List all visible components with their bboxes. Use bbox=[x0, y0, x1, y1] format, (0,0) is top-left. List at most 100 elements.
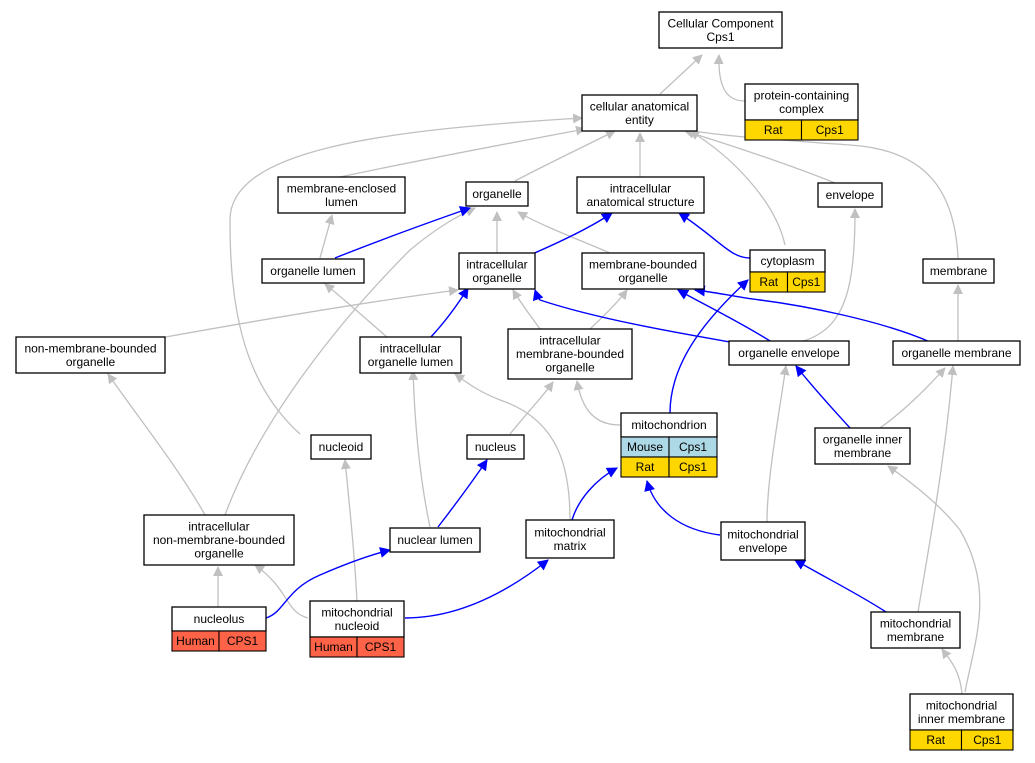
node-label: mitochondrial bbox=[926, 698, 997, 712]
edge-oim-to-om bbox=[879, 367, 946, 429]
node-label: lumen bbox=[325, 195, 358, 209]
edge-iol-to-io bbox=[429, 287, 469, 339]
edge-organelle-to-cae bbox=[514, 130, 616, 182]
edge-mn-to-inmbo bbox=[254, 564, 309, 619]
edge-om-to-mbo bbox=[693, 285, 931, 343]
node-box bbox=[581, 252, 705, 290]
node-label: nuclear lumen bbox=[397, 533, 472, 547]
edge-ol-to-organelle bbox=[334, 206, 472, 259]
node-box bbox=[892, 340, 1021, 366]
edge-nucleolus-to-nl bbox=[265, 547, 392, 619]
node-box bbox=[744, 83, 859, 121]
species-label: Rat bbox=[759, 275, 778, 289]
nodes: Cellular ComponentCps1protein-containing… bbox=[15, 11, 1021, 751]
gene-label: Cps1 bbox=[792, 275, 820, 289]
gene-cell bbox=[218, 630, 267, 652]
node-box bbox=[728, 340, 850, 366]
node-nucleus[interactable]: nucleus bbox=[466, 434, 525, 460]
gene-cell bbox=[800, 119, 859, 141]
edge-mm-to-mito bbox=[571, 467, 618, 521]
node-organelle-membrane[interactable]: organelle membrane bbox=[892, 340, 1021, 366]
node-organelle-envelope[interactable]: organelle envelope bbox=[728, 340, 850, 366]
node-label: envelope bbox=[739, 541, 788, 555]
node-box bbox=[814, 427, 911, 465]
gene-cell bbox=[356, 636, 405, 658]
node-label: matrix bbox=[554, 539, 587, 553]
node-envelope[interactable]: envelope bbox=[817, 182, 883, 208]
node-box bbox=[466, 434, 525, 460]
node-label: intracellular bbox=[380, 341, 441, 355]
node-box bbox=[143, 514, 295, 566]
edge-cae-to-root bbox=[659, 54, 703, 95]
edges bbox=[107, 54, 981, 695]
node-label: membrane-enclosed bbox=[287, 181, 396, 195]
edge-imbo-to-io bbox=[512, 289, 541, 330]
node-label: organelle bbox=[194, 547, 244, 561]
node-label: intracellular bbox=[188, 520, 249, 534]
node-label: inner membrane bbox=[918, 712, 1006, 726]
node-organelle[interactable]: organelle bbox=[465, 181, 529, 207]
node-nucleoid[interactable]: nucleoid bbox=[310, 434, 372, 460]
edge-nl-to-iol bbox=[408, 370, 431, 528]
edge-mito-to-imbo bbox=[573, 380, 621, 426]
node-label: organelle inner bbox=[823, 432, 902, 446]
node-label: mitochondrion bbox=[631, 418, 706, 432]
edge-mn-to-nucleoid bbox=[340, 459, 358, 603]
node-nuclear-lumen[interactable]: nuclear lumen bbox=[389, 527, 481, 553]
node-label: non-membrane-bounded bbox=[153, 533, 285, 547]
node-box bbox=[720, 521, 806, 561]
edge-iol-to-ol bbox=[324, 283, 389, 339]
gene-label: Cps1 bbox=[816, 123, 844, 137]
node-label: organelle bbox=[618, 271, 668, 285]
species-label: Human bbox=[314, 640, 353, 654]
node-membrane[interactable]: membrane bbox=[922, 258, 995, 284]
gene-cell bbox=[786, 271, 826, 293]
node-label: nucleoid bbox=[319, 440, 364, 454]
species-label: Mouse bbox=[627, 440, 663, 454]
gene-label: Cps1 bbox=[679, 440, 707, 454]
node-box bbox=[15, 336, 166, 374]
node-label: nucleolus bbox=[194, 612, 245, 626]
node-label: membrane bbox=[887, 630, 945, 644]
edge-menv-to-oe bbox=[766, 365, 790, 523]
annotation-row: Mouse Cps1 bbox=[620, 436, 718, 458]
node-box bbox=[309, 600, 405, 638]
node-intracellular-non-membrane-bounded-organelle[interactable]: intracellularnon-membrane-boundedorganel… bbox=[143, 514, 295, 566]
node-label: Cellular Component bbox=[667, 16, 774, 30]
edge-membrane-to-cae bbox=[687, 126, 959, 259]
node-organelle-lumen[interactable]: organelle lumen bbox=[261, 258, 365, 284]
node-label: non-membrane-bounded bbox=[24, 341, 156, 355]
node-label: membrane bbox=[834, 446, 892, 460]
node-label: intracellular bbox=[610, 181, 671, 195]
node-box bbox=[909, 693, 1014, 731]
node-label: complex bbox=[779, 102, 824, 116]
node-label: mitochondrial bbox=[534, 525, 605, 539]
node-label: intracellular bbox=[466, 257, 527, 271]
species-label: Rat bbox=[636, 460, 655, 474]
node-label: anatomical structure bbox=[586, 195, 694, 209]
node-box bbox=[581, 94, 698, 132]
node-label: mitochondrial bbox=[880, 616, 951, 630]
node-label: organelle bbox=[472, 187, 522, 201]
